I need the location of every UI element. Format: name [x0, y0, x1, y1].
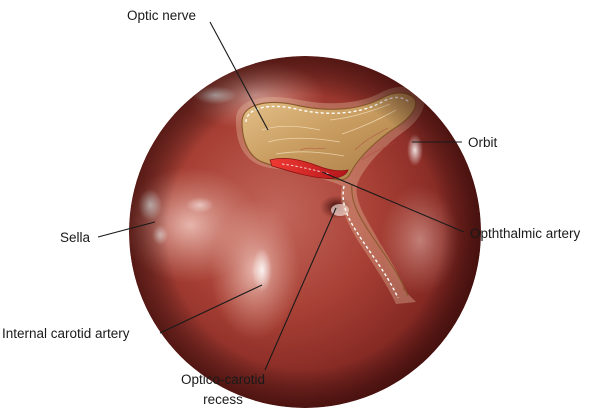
- leader-ophthalmic-artery: [321, 171, 465, 233]
- labels: Optic nerve Orbit Sella Opththalmic arte…: [2, 8, 581, 407]
- label-orbit: Orbit: [468, 135, 498, 150]
- endoscopic-view: [129, 56, 481, 408]
- leader-sella: [97, 221, 156, 238]
- label-sella: Sella: [60, 230, 91, 245]
- leader-optic-nerve: [209, 21, 269, 131]
- label-optic-nerve: Optic nerve: [127, 8, 196, 23]
- label-ophthalmic-artery: Opththalmic artery: [470, 226, 581, 241]
- leader-optico-carotid-recess: [264, 207, 337, 371]
- label-optico-carotid-recess-line2: recess: [203, 392, 243, 407]
- leader-internal-carotid: [159, 284, 263, 334]
- label-optico-carotid-recess-line1: Optico-carotid: [181, 372, 265, 387]
- leader-lines: [97, 21, 465, 371]
- label-internal-carotid-artery: Internal carotid artery: [2, 326, 130, 341]
- scope-vignette: [129, 56, 481, 408]
